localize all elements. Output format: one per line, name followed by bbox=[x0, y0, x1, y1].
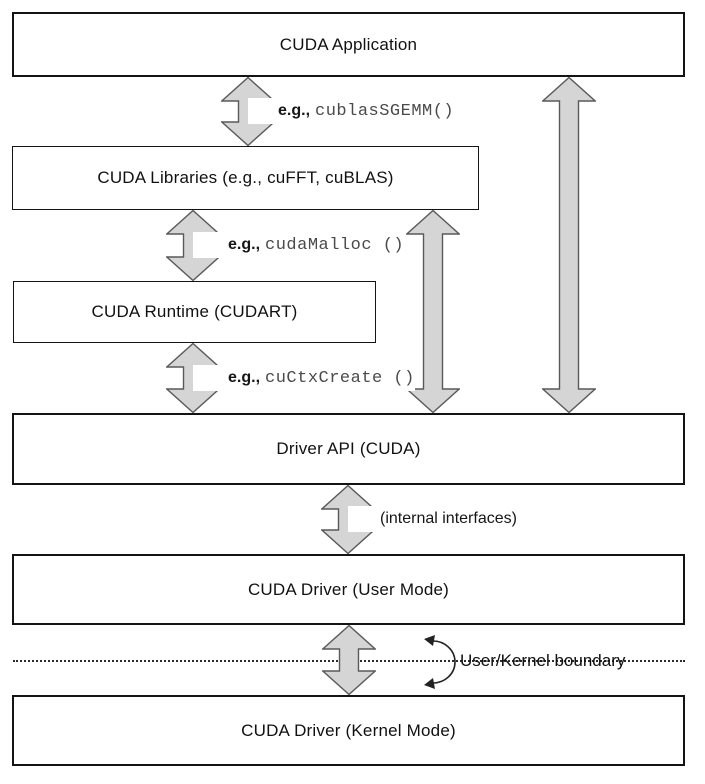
box-driver-api-label: Driver API (CUDA) bbox=[276, 439, 421, 458]
double-arrow-user-mode-to-kernel-mode bbox=[322, 625, 376, 695]
double-arrow-libraries-to-driver-api-direct bbox=[406, 210, 460, 413]
code-cublas-sgemm: cublasSGEMM() bbox=[315, 101, 455, 121]
box-cuda-libraries: CUDA Libraries (e.g., cuFFT, cuBLAS) bbox=[12, 146, 479, 210]
box-cuda-runtime-label: CUDA Runtime (CUDART) bbox=[91, 302, 298, 321]
box-cuda-libraries-label: CUDA Libraries (e.g., cuFFT, cuBLAS) bbox=[97, 168, 394, 187]
edge-label-internal-interfaces: (internal interfaces) bbox=[348, 506, 517, 532]
eg-prefix: e.g., bbox=[228, 236, 261, 253]
box-cuda-driver-kernel-mode: CUDA Driver (Kernel Mode) bbox=[12, 695, 685, 766]
internal-interfaces-text: (internal interfaces) bbox=[380, 510, 517, 527]
box-cuda-driver-kernel-mode-label: CUDA Driver (Kernel Mode) bbox=[241, 720, 456, 740]
edge-label-cuctx-create: e.g., cuCtxCreate () bbox=[193, 365, 415, 391]
box-cuda-application: CUDA Application bbox=[12, 12, 685, 77]
box-cuda-driver-user-mode: CUDA Driver (User Mode) bbox=[12, 554, 685, 625]
code-cuctx-create: cuCtxCreate () bbox=[265, 368, 415, 388]
box-driver-api: Driver API (CUDA) bbox=[12, 413, 685, 485]
boundary-curved-arrow-icon bbox=[424, 635, 456, 689]
user-kernel-boundary-label: User/Kernel boundary bbox=[460, 651, 626, 670]
eg-prefix: e.g., bbox=[278, 102, 311, 119]
edge-label-cublas-sgemm: e.g., cublasSGEMM() bbox=[248, 98, 455, 124]
box-cuda-runtime: CUDA Runtime (CUDART) bbox=[13, 281, 376, 343]
box-cuda-application-label: CUDA Application bbox=[279, 34, 418, 54]
double-arrow-app-to-driver-api-direct bbox=[542, 77, 596, 413]
eg-prefix: e.g., bbox=[228, 369, 261, 386]
edge-label-cuda-malloc: e.g., cudaMalloc () bbox=[193, 232, 405, 258]
code-cuda-malloc: cudaMalloc () bbox=[265, 235, 405, 255]
box-cuda-driver-user-mode-label: CUDA Driver (User Mode) bbox=[247, 579, 450, 599]
